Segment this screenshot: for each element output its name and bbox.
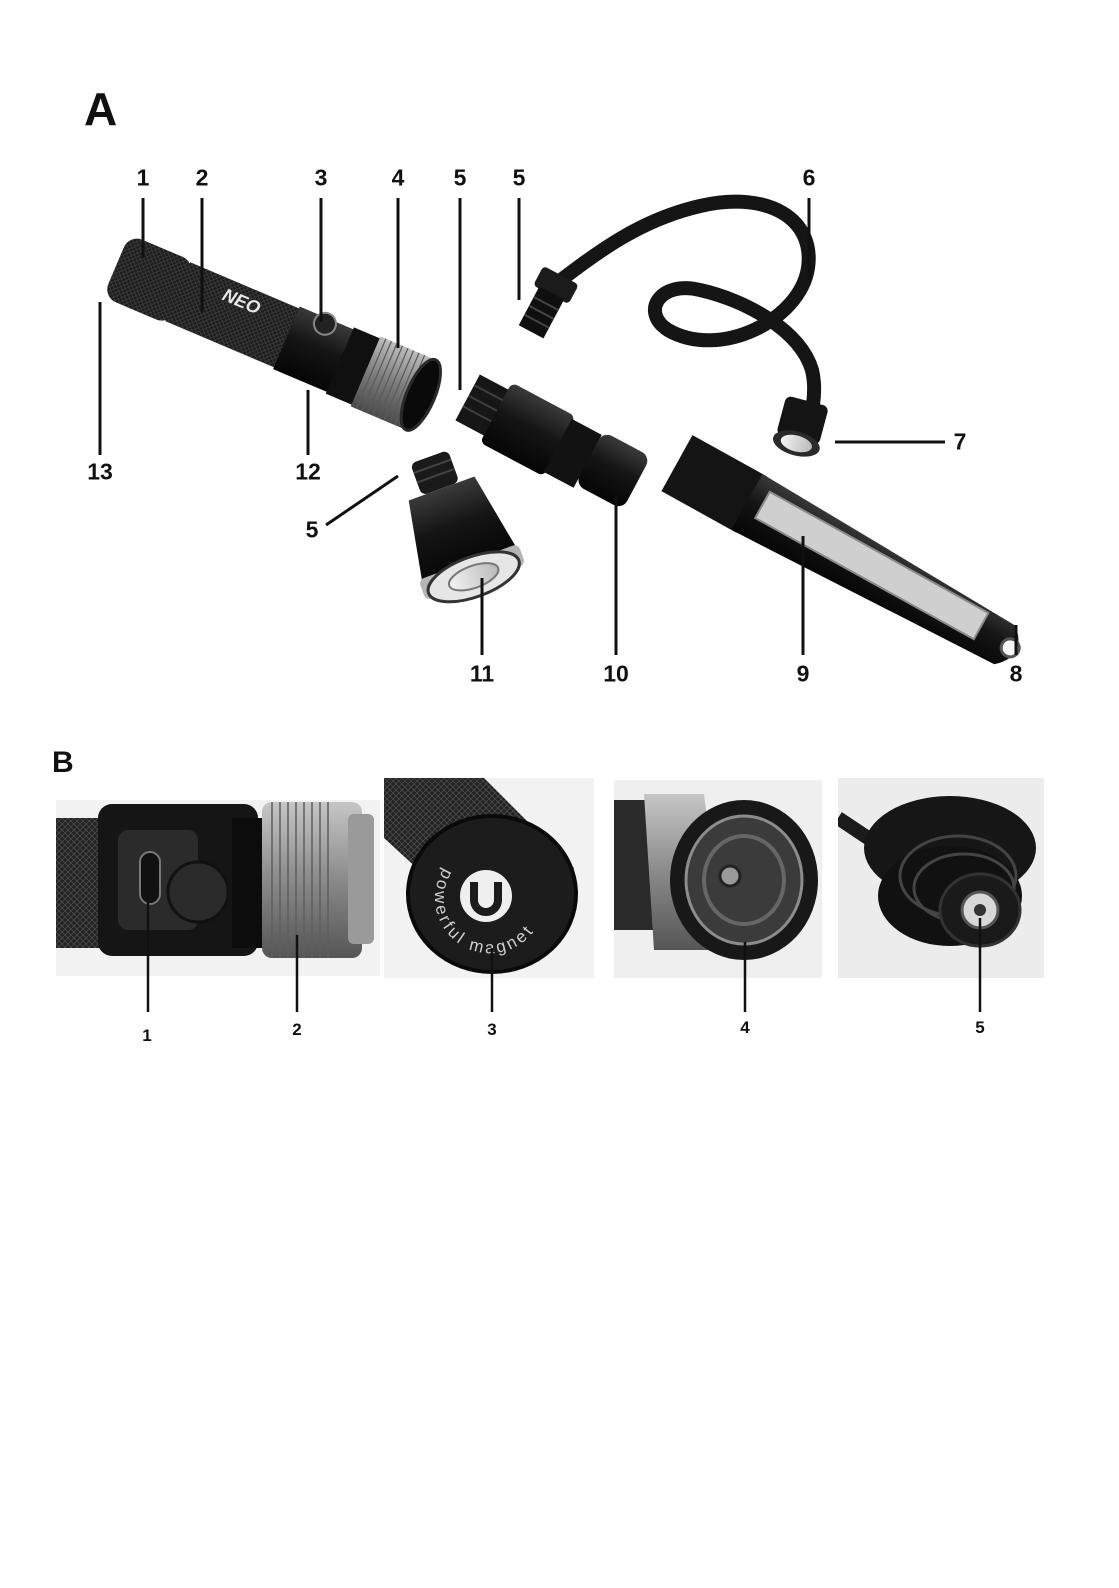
callout-b-3: 3: [487, 1020, 496, 1040]
callout-b-5: 5: [975, 1018, 984, 1038]
callout-b-1: 1: [142, 1026, 151, 1046]
callout-b-4: 4: [740, 1018, 749, 1038]
callout-b-2: 2: [292, 1020, 301, 1040]
